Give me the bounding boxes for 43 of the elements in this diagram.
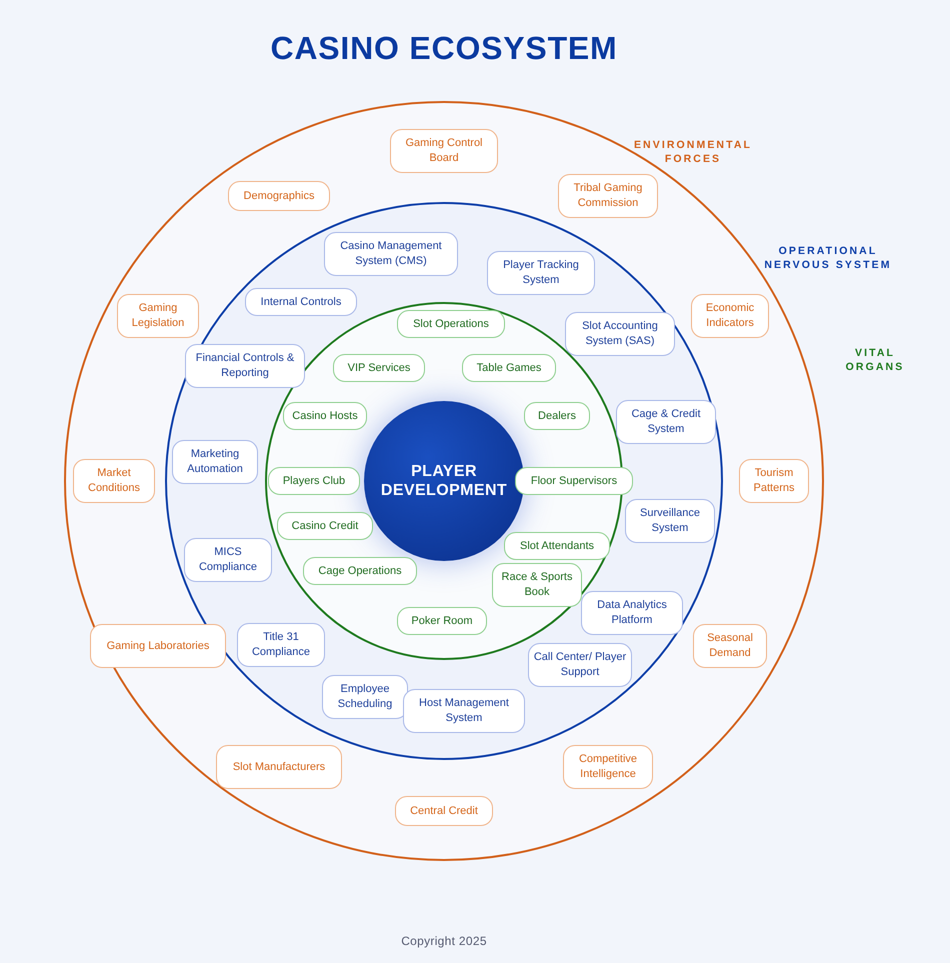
factor-pill: Slot Manufacturers <box>216 745 342 789</box>
system-pill: Financial Controls & Reporting <box>185 344 305 388</box>
organ-pill: Dealers <box>524 402 590 430</box>
organ-pill: Table Games <box>462 354 556 382</box>
factor-pill: Demographics <box>228 181 330 211</box>
organ-pill: Casino Credit <box>277 512 373 540</box>
system-pill: MICS Compliance <box>184 538 272 582</box>
factor-pill: Seasonal Demand <box>693 624 767 668</box>
factor-pill: Tourism Patterns <box>739 459 809 503</box>
factor-pill: Economic Indicators <box>691 294 769 338</box>
system-pill: Surveillance System <box>625 499 715 543</box>
organ-pill: Floor Supervisors <box>515 467 633 495</box>
organ-pill: VIP Services <box>333 354 425 382</box>
organ-pill: Players Club <box>268 467 360 495</box>
factor-pill: Competitive Intelligence <box>563 745 653 789</box>
factor-pill: Gaming Control Board <box>390 129 498 173</box>
ring-label: OPERATIONAL NERVOUS SYSTEM <box>763 244 893 272</box>
organ-pill: Poker Room <box>397 607 487 635</box>
system-pill: Employee Scheduling <box>322 675 408 719</box>
system-pill: Data Analytics Platform <box>581 591 683 635</box>
factor-pill: Tribal Gaming Commission <box>558 174 658 218</box>
factor-pill: Market Conditions <box>73 459 155 503</box>
system-pill: Slot Accounting System (SAS) <box>565 312 675 356</box>
system-pill: Internal Controls <box>245 288 357 316</box>
factor-pill: Gaming Legislation <box>117 294 199 338</box>
system-pill: Title 31 Compliance <box>237 623 325 667</box>
organ-pill: Slot Attendants <box>504 532 610 560</box>
organ-pill: Slot Operations <box>397 310 505 338</box>
factor-pill: Gaming Laboratories <box>90 624 226 668</box>
system-pill: Casino Management System (CMS) <box>324 232 458 276</box>
system-pill: Cage & Credit System <box>616 400 716 444</box>
system-pill: Call Center/ Player Support <box>528 643 632 687</box>
organ-pill: Race & Sports Book <box>492 563 582 607</box>
system-pill: Host Management System <box>403 689 525 733</box>
ring-label: ENVIRONMENTAL FORCES <box>632 138 754 166</box>
system-pill: Player Tracking System <box>487 251 595 295</box>
title: CASINO ECOSYSTEM <box>269 29 619 68</box>
factor-pill: Central Credit <box>395 796 493 826</box>
organ-pill: Casino Hosts <box>283 402 367 430</box>
ring-label: VITAL ORGANS <box>844 346 906 374</box>
organ-pill: Cage Operations <box>303 557 417 585</box>
system-pill: Marketing Automation <box>172 440 258 484</box>
copyright-note: Copyright 2025 <box>400 933 488 950</box>
